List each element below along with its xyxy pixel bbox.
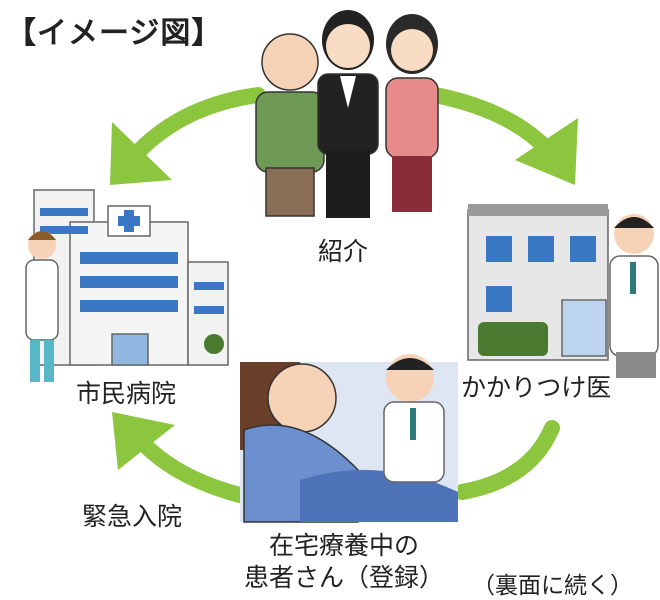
- hospital-illustration: [25, 189, 229, 382]
- arrow-bottom-left: [132, 432, 248, 503]
- patient-label-line2: 患者さん（登録）: [243, 563, 444, 592]
- arrowhead-top-left: [110, 122, 172, 185]
- diagram-title: 【イメージ図】: [6, 16, 223, 51]
- patient-illustration: [240, 354, 458, 523]
- arrow-top-left: [132, 87, 266, 158]
- patient-label-line1: 在宅療養中の: [268, 531, 419, 560]
- family-doctor-label: かかりつけ医: [461, 373, 612, 402]
- continued-note: （裏面に続く）: [472, 573, 633, 599]
- emergency-admission-label: 緊急入院: [82, 502, 183, 531]
- clinic-illustration: [467, 204, 659, 378]
- arrow-top-right: [427, 87, 556, 158]
- arrowhead-top-right: [515, 118, 578, 185]
- city-hospital-label: 市民病院: [76, 379, 177, 408]
- introduction-label: 紹介: [318, 237, 369, 266]
- arrowhead-bottom-left: [112, 412, 175, 470]
- family-illustration: [255, 10, 439, 218]
- arrow-bottom-right: [454, 420, 560, 500]
- patient-label: 在宅療養中の 患者さん（登録）: [232, 530, 456, 594]
